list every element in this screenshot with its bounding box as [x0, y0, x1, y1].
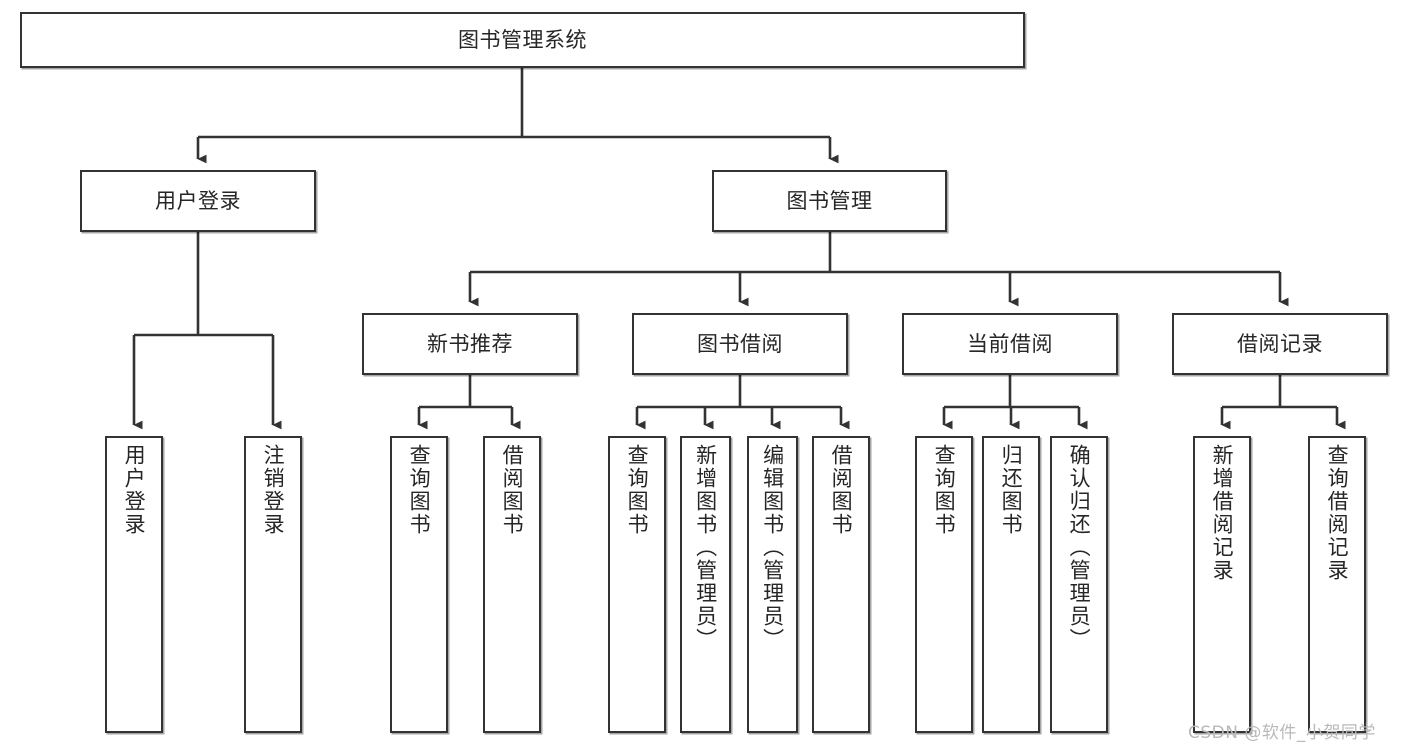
watermark-text: CSDN @软件_小贺同学 [1188, 723, 1376, 743]
node-leaf-logout[interactable]: 注销登录 [244, 436, 302, 733]
node-borrow-record[interactable]: 借阅记录 [1172, 313, 1388, 375]
node-new-book-rec[interactable]: 新书推荐 [362, 313, 578, 375]
node-root-label: 图书管理系统 [458, 27, 587, 52]
node-leaf-query-book-2[interactable]: 查询图书 [608, 436, 666, 733]
node-book-borrow[interactable]: 图书借阅 [632, 313, 848, 375]
node-leaf-query-record[interactable]: 查询借阅记录 [1308, 436, 1366, 733]
node-book-manage[interactable]: 图书管理 [712, 170, 947, 232]
node-current-borrow-label: 当前借阅 [967, 331, 1053, 356]
node-book-borrow-label: 图书借阅 [697, 331, 783, 356]
node-borrow-record-label: 借阅记录 [1237, 331, 1323, 356]
node-leaf-borrow-book-1[interactable]: 借阅图书 [483, 436, 541, 733]
node-leaf-logout-label: 注销登录 [261, 444, 286, 536]
node-leaf-confirm-return[interactable]: 确认归还（管理员） [1050, 436, 1108, 733]
node-leaf-return-book-label: 归还图书 [999, 444, 1024, 536]
node-leaf-borrow-book-2-label: 借阅图书 [829, 444, 854, 536]
node-new-book-rec-label: 新书推荐 [427, 331, 513, 356]
node-current-borrow[interactable]: 当前借阅 [902, 313, 1118, 375]
node-leaf-borrow-book-2[interactable]: 借阅图书 [812, 436, 870, 733]
node-leaf-add-book[interactable]: 新增图书（管理员） [680, 436, 731, 733]
node-leaf-user-login[interactable]: 用户登录 [105, 436, 163, 733]
node-root[interactable]: 图书管理系统 [20, 12, 1025, 68]
node-book-manage-label: 图书管理 [786, 188, 873, 213]
node-leaf-query-book-1[interactable]: 查询图书 [390, 436, 448, 733]
node-leaf-return-book[interactable]: 归还图书 [982, 436, 1040, 733]
node-leaf-query-record-label: 查询借阅记录 [1325, 444, 1350, 582]
node-user-login[interactable]: 用户登录 [80, 170, 316, 232]
node-leaf-query-book-1-label: 查询图书 [407, 444, 432, 536]
node-leaf-query-book-3[interactable]: 查询图书 [915, 436, 973, 733]
node-leaf-add-book-label: 新增图书（管理员） [693, 444, 718, 651]
node-leaf-add-record-label: 新增借阅记录 [1210, 444, 1235, 582]
node-leaf-query-book-2-label: 查询图书 [625, 444, 650, 536]
node-leaf-confirm-return-label: 确认归还（管理员） [1067, 444, 1092, 651]
node-leaf-edit-book-label: 编辑图书（管理员） [760, 444, 785, 651]
node-leaf-query-book-3-label: 查询图书 [932, 444, 957, 536]
node-leaf-edit-book[interactable]: 编辑图书（管理员） [747, 436, 798, 733]
node-leaf-user-login-label: 用户登录 [122, 444, 147, 536]
node-leaf-borrow-book-1-label: 借阅图书 [500, 444, 525, 536]
node-leaf-add-record[interactable]: 新增借阅记录 [1193, 436, 1251, 733]
node-user-login-label: 用户登录 [155, 188, 241, 213]
